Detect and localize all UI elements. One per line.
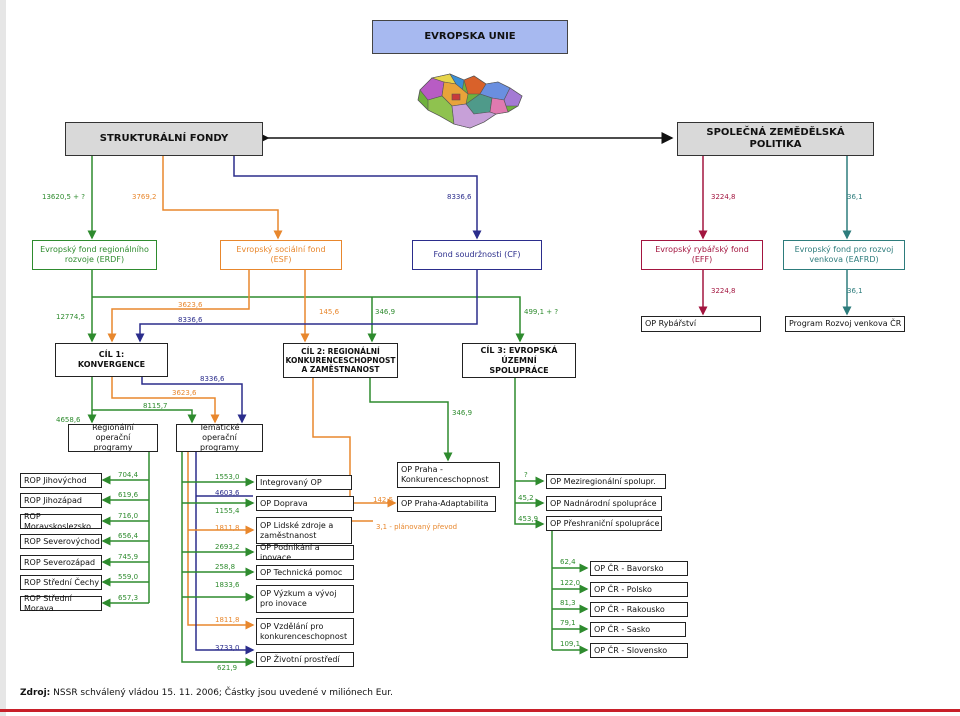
flow-label-eafrd-program: 36,1 (847, 287, 863, 295)
thematic-ops-box: Tematické operační programy (176, 423, 263, 452)
rop-item: ROP Střední Morava (20, 594, 102, 613)
cooperation-value: 453,9 (518, 515, 539, 523)
thematic-value: 1553,0 (215, 473, 240, 481)
flow-label-goal3: 499,1 + ? (524, 308, 559, 316)
rop-value: 745,9 (118, 553, 139, 561)
eff-box: Evropský rybářský fond (EFF) (641, 240, 763, 270)
rop-value: 656,4 (118, 532, 139, 540)
thematic-item: OP Vzdělání pro konkurenceschopnost (256, 618, 354, 645)
flow-label-goal2-erdf: 346,9 (375, 308, 396, 316)
rop-value: 619,6 (118, 491, 139, 499)
thematic-value: 1155,4 (215, 507, 240, 515)
eu-box: EVROPSKA UNIE (372, 20, 568, 54)
flow-label-g1-cf: 8336,6 (200, 375, 225, 383)
cross-border-item: OP ČR - Polsko (590, 582, 688, 597)
source-note: Zdroj: NSSR schválený vládou 15. 11. 200… (20, 688, 393, 698)
thematic-value: 4603,6 (215, 489, 240, 497)
rop-value: 704,4 (118, 471, 139, 479)
flow-label-g1-erdf: 8115,7 (143, 402, 168, 410)
goal1-box: CÍL 1: KONVERGENCE (55, 343, 168, 377)
cross-border-value: 122,0 (560, 579, 581, 587)
source-text: NSSR schválený vládou 15. 11. 2006; Část… (53, 688, 393, 698)
cross-border-value: 62,4 (560, 558, 576, 566)
thematic-item: OP Výzkum a vývoj pro inovace (256, 585, 354, 613)
thematic-item: OP Lidské zdroje a zaměstnanost (256, 517, 352, 544)
planned-transfer-note: 3,1 - plánovaný převod (376, 523, 458, 531)
flow-label-g1-esf: 3623,6 (172, 389, 197, 397)
erdf-box: Evropský fond regionálního rozvoje (ERDF… (32, 240, 157, 270)
thematic-value: 2693,2 (215, 543, 240, 551)
cooperation-item: OP Nadnárodní spolupráce (546, 496, 662, 511)
flow-label-g1-regional: 4658,6 (56, 416, 81, 424)
flow-label-cf-goal1: 8336,6 (178, 316, 203, 324)
esf-box: Evropský sociální fond (ESF) (220, 240, 342, 270)
czech-regions-map (417, 73, 523, 129)
thematic-item: OP Doprava (256, 496, 354, 511)
thematic-item: OP Životní prostředí (256, 652, 354, 667)
flow-label-cap-eafrd: 36,1 (847, 193, 863, 201)
cross-border-item: OP ČR - Sasko (590, 622, 686, 637)
cross-border-value: 79,1 (560, 619, 576, 627)
cross-border-value: 81,3 (560, 599, 576, 607)
rop-value: 716,0 (118, 512, 139, 520)
thematic-value: 258,8 (215, 563, 236, 571)
rop-item: ROP Moravskoslezsko (20, 512, 102, 531)
thematic-value: 1811,8 (215, 524, 240, 532)
flow-label-sf-erdf: 13620,5 + ? (42, 193, 85, 201)
flow-label-cap-eff: 3224,8 (711, 193, 736, 201)
flow-label-g2-praha-comp: 346,9 (452, 409, 473, 417)
goal2-box: CÍL 2: REGIONÁLNÍ KONKURENCESCHOPNOST A … (283, 343, 398, 378)
left-margin-bar (0, 0, 6, 716)
thematic-item: OP Podnikání a inovace (256, 543, 354, 562)
op-praha-adapt-box: OP Praha-Adaptabilita (397, 496, 496, 512)
cooperation-value: 45,2 (518, 494, 534, 502)
thematic-value: 1811,8 (215, 616, 240, 624)
footer-rule (0, 709, 960, 712)
cooperation-value: ? (524, 471, 528, 479)
cooperation-item: OP Meziregionální spolupr. (546, 474, 666, 489)
flow-label-g2-praha-adapt: 142,5 (373, 496, 394, 504)
rop-item: ROP Severovýchod (20, 534, 102, 549)
rop-value: 657,3 (118, 594, 139, 602)
thematic-value: 1833,6 (215, 581, 240, 589)
rural-program-box: Program Rozvoj venkova ČR (785, 316, 905, 332)
source-label: Zdroj: (20, 688, 51, 698)
cooperation-item: OP Přeshraniční spolupráce (546, 516, 662, 531)
flow-label-eff-op: 3224,8 (711, 287, 736, 295)
op-fisheries-box: OP Rybářství (641, 316, 761, 332)
rop-item: ROP Střední Čechy (20, 575, 102, 590)
cross-border-item: OP ČR - Slovensko (590, 643, 688, 658)
goal3-box: CÍL 3: EVROPSKÁ ÚZEMNÍ SPOLUPRÁCE (462, 343, 576, 378)
rop-value: 559,0 (118, 573, 139, 581)
eafrd-box: Evropský fond pro rozvoj venkova (EAFRD) (783, 240, 905, 270)
flow-label-goal2-esf: 145,6 (319, 308, 340, 316)
cap-box: SPOLEČNÁ ZEMĚDĚLSKÁ POLITIKA (677, 122, 874, 156)
thematic-value: 621,9 (217, 664, 238, 672)
cross-border-item: OP ČR - Rakousko (590, 602, 688, 617)
flow-label-sf-esf: 3769,2 (132, 193, 157, 201)
flow-label-erdf-goal1: 12774,5 (56, 313, 85, 321)
rop-item: ROP Jihovýchod (20, 473, 102, 488)
thematic-item: Integrovaný OP (256, 475, 352, 490)
thematic-item: OP Technická pomoc (256, 565, 354, 580)
thematic-value: 3733,0 (215, 644, 240, 652)
flow-label-sf-cf: 8336,6 (447, 193, 472, 201)
cross-border-value: 109,1 (560, 640, 581, 648)
regional-ops-box: Regionální operační programy (68, 423, 158, 452)
op-praha-comp-box: OP Praha - Konkurenceschopnost (397, 462, 500, 488)
flow-label-esf-goal1: 3623,6 (178, 301, 203, 309)
cf-box: Fond soudržnosti (CF) (412, 240, 542, 270)
cross-border-item: OP ČR - Bavorsko (590, 561, 688, 576)
rop-item: ROP Jihozápad (20, 493, 102, 508)
structural-funds-box: STRUKTURÁLNÍ FONDY (65, 122, 263, 156)
rop-item: ROP Severozápad (20, 555, 102, 570)
